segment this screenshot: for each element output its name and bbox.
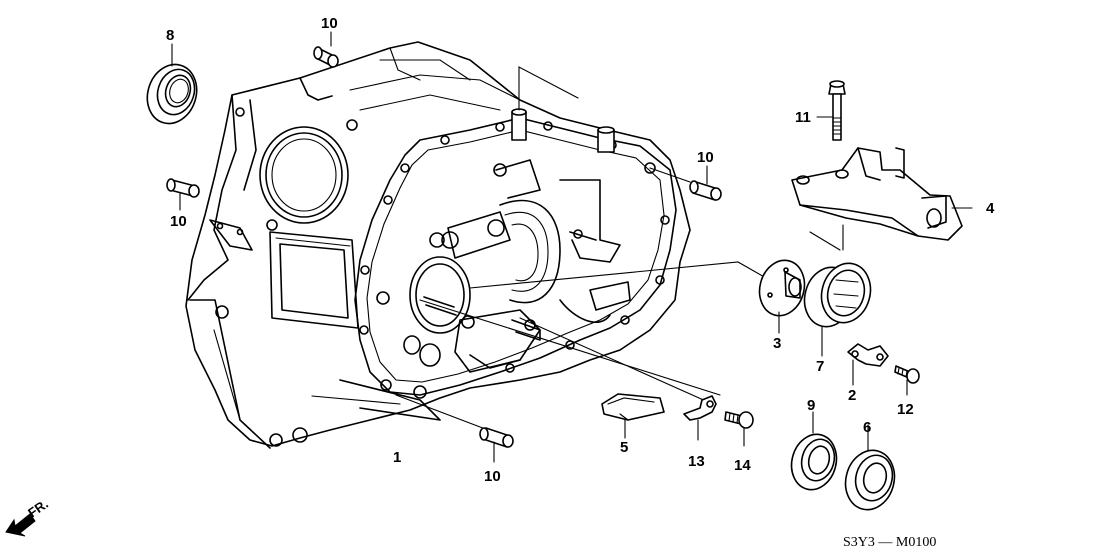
part-ball-bearing[interactable] <box>839 424 901 515</box>
part-dowel-pin-top[interactable] <box>313 31 339 68</box>
assembly-guide-lines <box>395 66 844 431</box>
part-bolt[interactable] <box>894 365 920 396</box>
part-oil-seal[interactable] <box>140 43 204 130</box>
callout-3[interactable]: 3 <box>773 335 781 352</box>
part-magnet-holder[interactable] <box>601 393 665 439</box>
part-ball-bearing-small[interactable] <box>786 411 843 495</box>
front-arrow-icon <box>5 513 36 537</box>
part-plate[interactable] <box>847 343 889 386</box>
part-needle-bearing[interactable] <box>798 258 877 357</box>
part-dowel-pin-left[interactable] <box>166 178 200 211</box>
callout-10-bottom[interactable]: 10 <box>484 468 501 485</box>
callout-5[interactable]: 5 <box>620 439 628 456</box>
part-clutch-housing[interactable] <box>185 41 691 449</box>
part-clamp[interactable] <box>683 395 717 441</box>
callout-11[interactable]: 11 <box>795 109 811 126</box>
front-direction-indicator: FR. <box>5 496 51 537</box>
part-flange-bolt[interactable] <box>816 80 846 141</box>
callout-1[interactable]: 1 <box>393 449 401 466</box>
callout-13[interactable]: 13 <box>688 453 705 470</box>
callout-9[interactable]: 9 <box>807 397 815 414</box>
diagram-code: S3Y3 — M0100 <box>843 535 936 550</box>
callout-8[interactable]: 8 <box>166 27 174 44</box>
callout-2[interactable]: 2 <box>848 387 856 404</box>
part-flange-bolt-short[interactable] <box>724 411 754 447</box>
part-oil-guide-plate[interactable] <box>754 255 811 334</box>
callout-10-left[interactable]: 10 <box>170 213 187 230</box>
part-dowel-pin-right[interactable] <box>689 165 722 201</box>
callout-10-right[interactable]: 10 <box>697 149 714 166</box>
part-dowel-pin-bottom[interactable] <box>479 427 514 463</box>
callout-6[interactable]: 6 <box>863 419 871 436</box>
callout-10-top[interactable]: 10 <box>321 15 338 32</box>
callout-12[interactable]: 12 <box>897 401 914 418</box>
callout-labels: 8 10 10 10 10 11 4 3 7 2 12 9 6 5 13 14 … <box>166 15 995 485</box>
part-shift-fork-bracket[interactable] <box>791 147 973 241</box>
callout-14[interactable]: 14 <box>734 457 751 474</box>
callout-4[interactable]: 4 <box>986 200 995 217</box>
callout-7[interactable]: 7 <box>816 358 824 375</box>
